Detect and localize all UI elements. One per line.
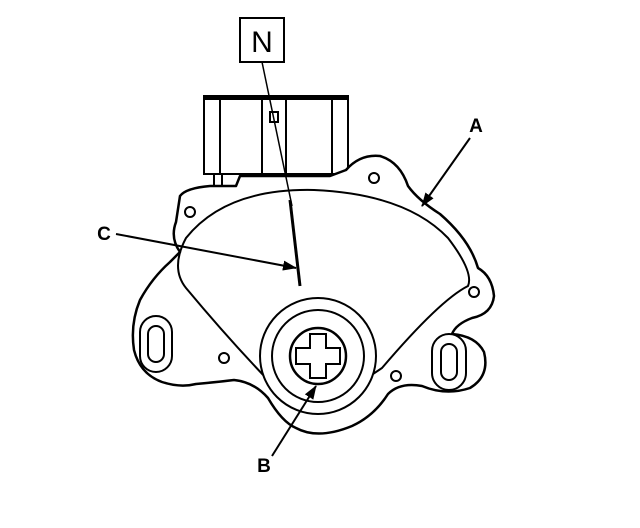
neutral-leader-line [261, 61, 293, 207]
callout-b-label: B [257, 456, 271, 477]
switch-housing [131, 154, 496, 435]
slotted-bolt-hole-right [431, 333, 467, 391]
callout-a-label: A [469, 116, 483, 137]
connector-block [203, 95, 349, 189]
callout-a-arrow [421, 137, 471, 207]
slotted-bolt-hole-left [139, 315, 173, 373]
callout-c-label: C [97, 224, 111, 245]
neutral-position-label: N [251, 26, 273, 59]
callout-c-arrow [115, 233, 297, 271]
neutral-alignment-mark [288, 199, 302, 287]
callout-b-arrow [271, 385, 317, 457]
inner-sector-outline [177, 188, 470, 402]
mounting-holes [184, 172, 480, 382]
shaft-boss [259, 297, 377, 415]
